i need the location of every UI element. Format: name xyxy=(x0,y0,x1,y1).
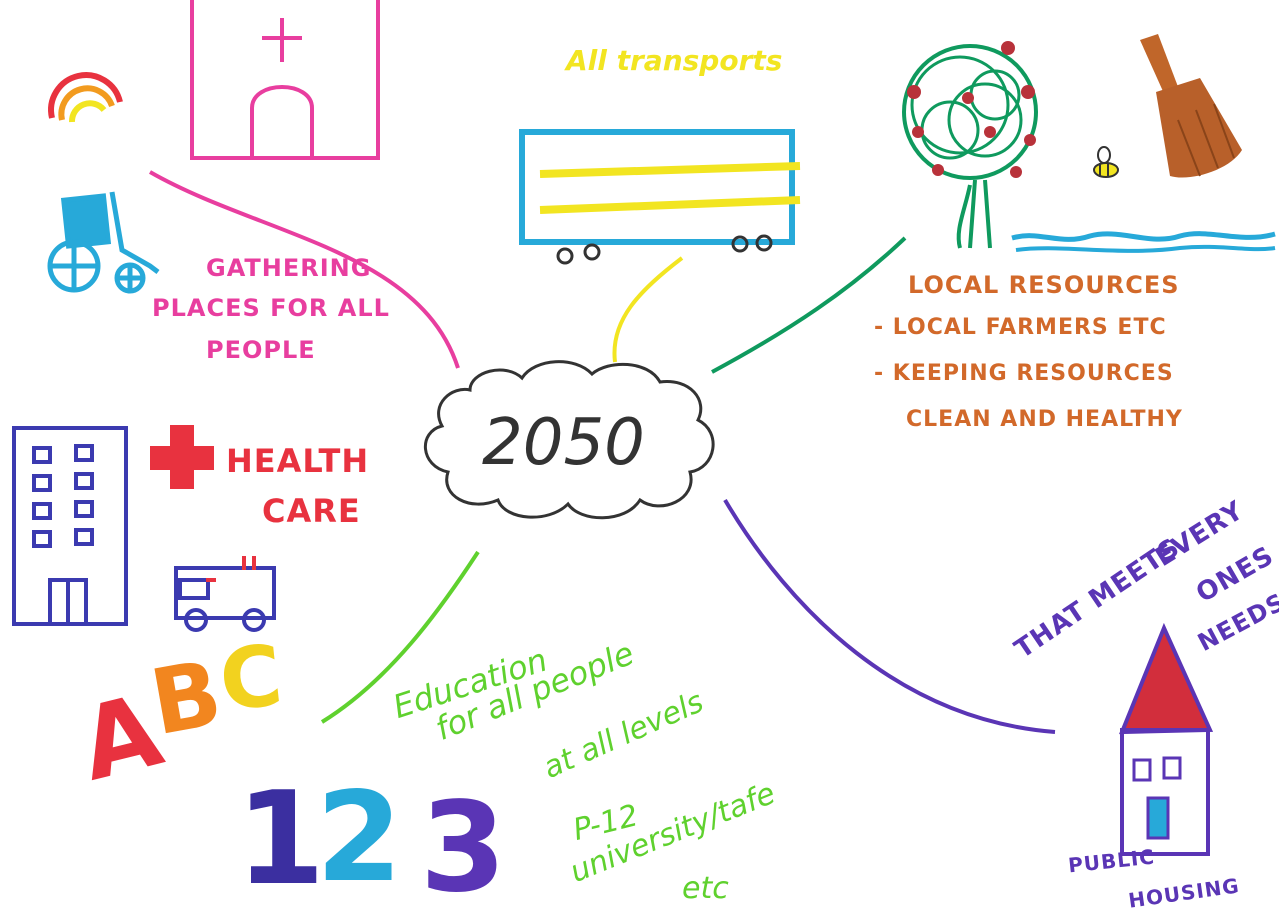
center-cloud xyxy=(424,360,715,520)
water-icon xyxy=(1011,231,1276,242)
bee-icon xyxy=(1093,146,1119,178)
health-line-1: HEALTH xyxy=(226,442,370,480)
connector-gathering xyxy=(149,170,460,369)
rainbow-icon xyxy=(48,72,123,123)
ambulance-icon xyxy=(174,556,276,632)
connector-resources xyxy=(711,236,907,374)
resources-line-4: CLEAN AND HEALTHY xyxy=(906,407,1183,432)
brush-icon xyxy=(1140,34,1242,178)
education-line-6: etc xyxy=(682,871,729,906)
tree-icon xyxy=(902,41,1038,249)
number-1: 1 xyxy=(236,765,326,914)
connector-transport xyxy=(612,256,684,363)
number-3: 3 xyxy=(420,776,507,920)
transport-label: All transports xyxy=(566,44,783,77)
resources-line-2: - LOCAL FARMERS ETC xyxy=(874,315,1167,340)
connector-housing xyxy=(723,498,1056,734)
bus-icon xyxy=(519,129,801,265)
house-icon xyxy=(1119,622,1214,856)
gathering-line-1: GATHERING xyxy=(206,254,372,282)
connector-education xyxy=(320,550,480,724)
hospital-icon xyxy=(12,426,128,626)
wheelchair-icon xyxy=(47,191,160,294)
center-label: 2050 xyxy=(482,406,645,480)
resources-line-1: LOCAL RESOURCES xyxy=(908,271,1180,299)
gathering-line-2: PLACES FOR ALL xyxy=(152,294,390,322)
church-icon xyxy=(190,0,380,160)
water-line-2 xyxy=(1015,244,1276,253)
red-cross-icon xyxy=(150,425,214,489)
resources-line-3: - KEEPING RESOURCES xyxy=(874,361,1174,386)
letter-c: C xyxy=(215,626,287,730)
health-line-2: CARE xyxy=(262,492,361,530)
gathering-line-3: PEOPLE xyxy=(206,336,316,364)
number-2: 2 xyxy=(316,766,403,910)
